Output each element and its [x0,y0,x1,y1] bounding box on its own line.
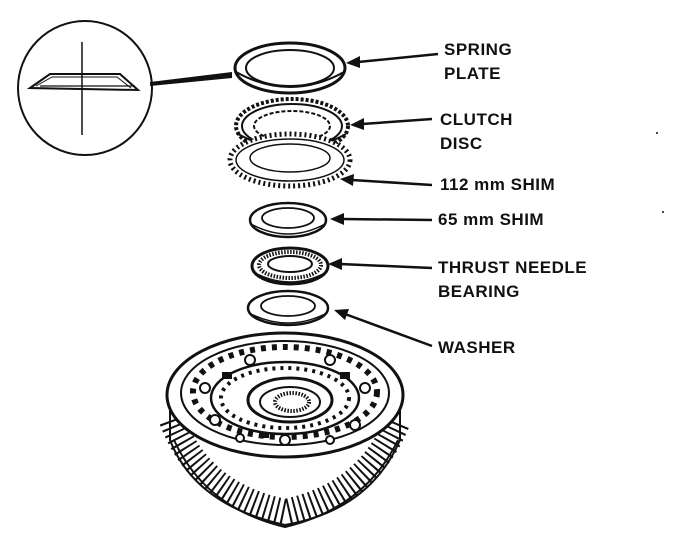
shim-112mm-part [227,131,353,189]
leader-arrows [328,52,439,348]
washer-part [246,289,330,327]
differential-gear-assembly [159,331,411,529]
label-65mm-shim: 65 mm SHIM [438,210,545,229]
label-clutch-disc-line2: DISC [440,134,483,153]
arrow-112mm-shim [340,174,433,187]
label-spring-plate: SPRING PLATE [444,38,512,86]
label-112mm-shim: 112 mm SHIM [440,175,556,194]
arrow-washer [334,309,433,348]
shim-65mm-part [248,201,328,239]
label-washer: WASHER [438,338,516,357]
spring-plate-detail-callout [17,20,232,156]
label-thrust-bearing-line2: BEARING [438,282,520,301]
thrust-needle-bearing-part [250,246,330,286]
arrow-spring-plate [346,52,439,68]
label-spring-plate-line1: SPRING [444,40,513,59]
arrow-thrust-bearing [328,258,433,270]
label-thrust-bearing-line1: THRUST NEEDLE [438,258,588,277]
arrow-clutch-disc [350,117,433,130]
label-spring-plate-line2: PLATE [444,64,501,83]
label-thrust-needle-bearing: THRUST NEEDLE BEARING [438,256,587,304]
label-clutch-disc-line1: CLUTCH [440,110,513,129]
spring-plate-part [233,41,347,95]
arrow-65mm-shim [330,213,433,225]
label-clutch-disc: CLUTCH DISC [440,108,513,156]
